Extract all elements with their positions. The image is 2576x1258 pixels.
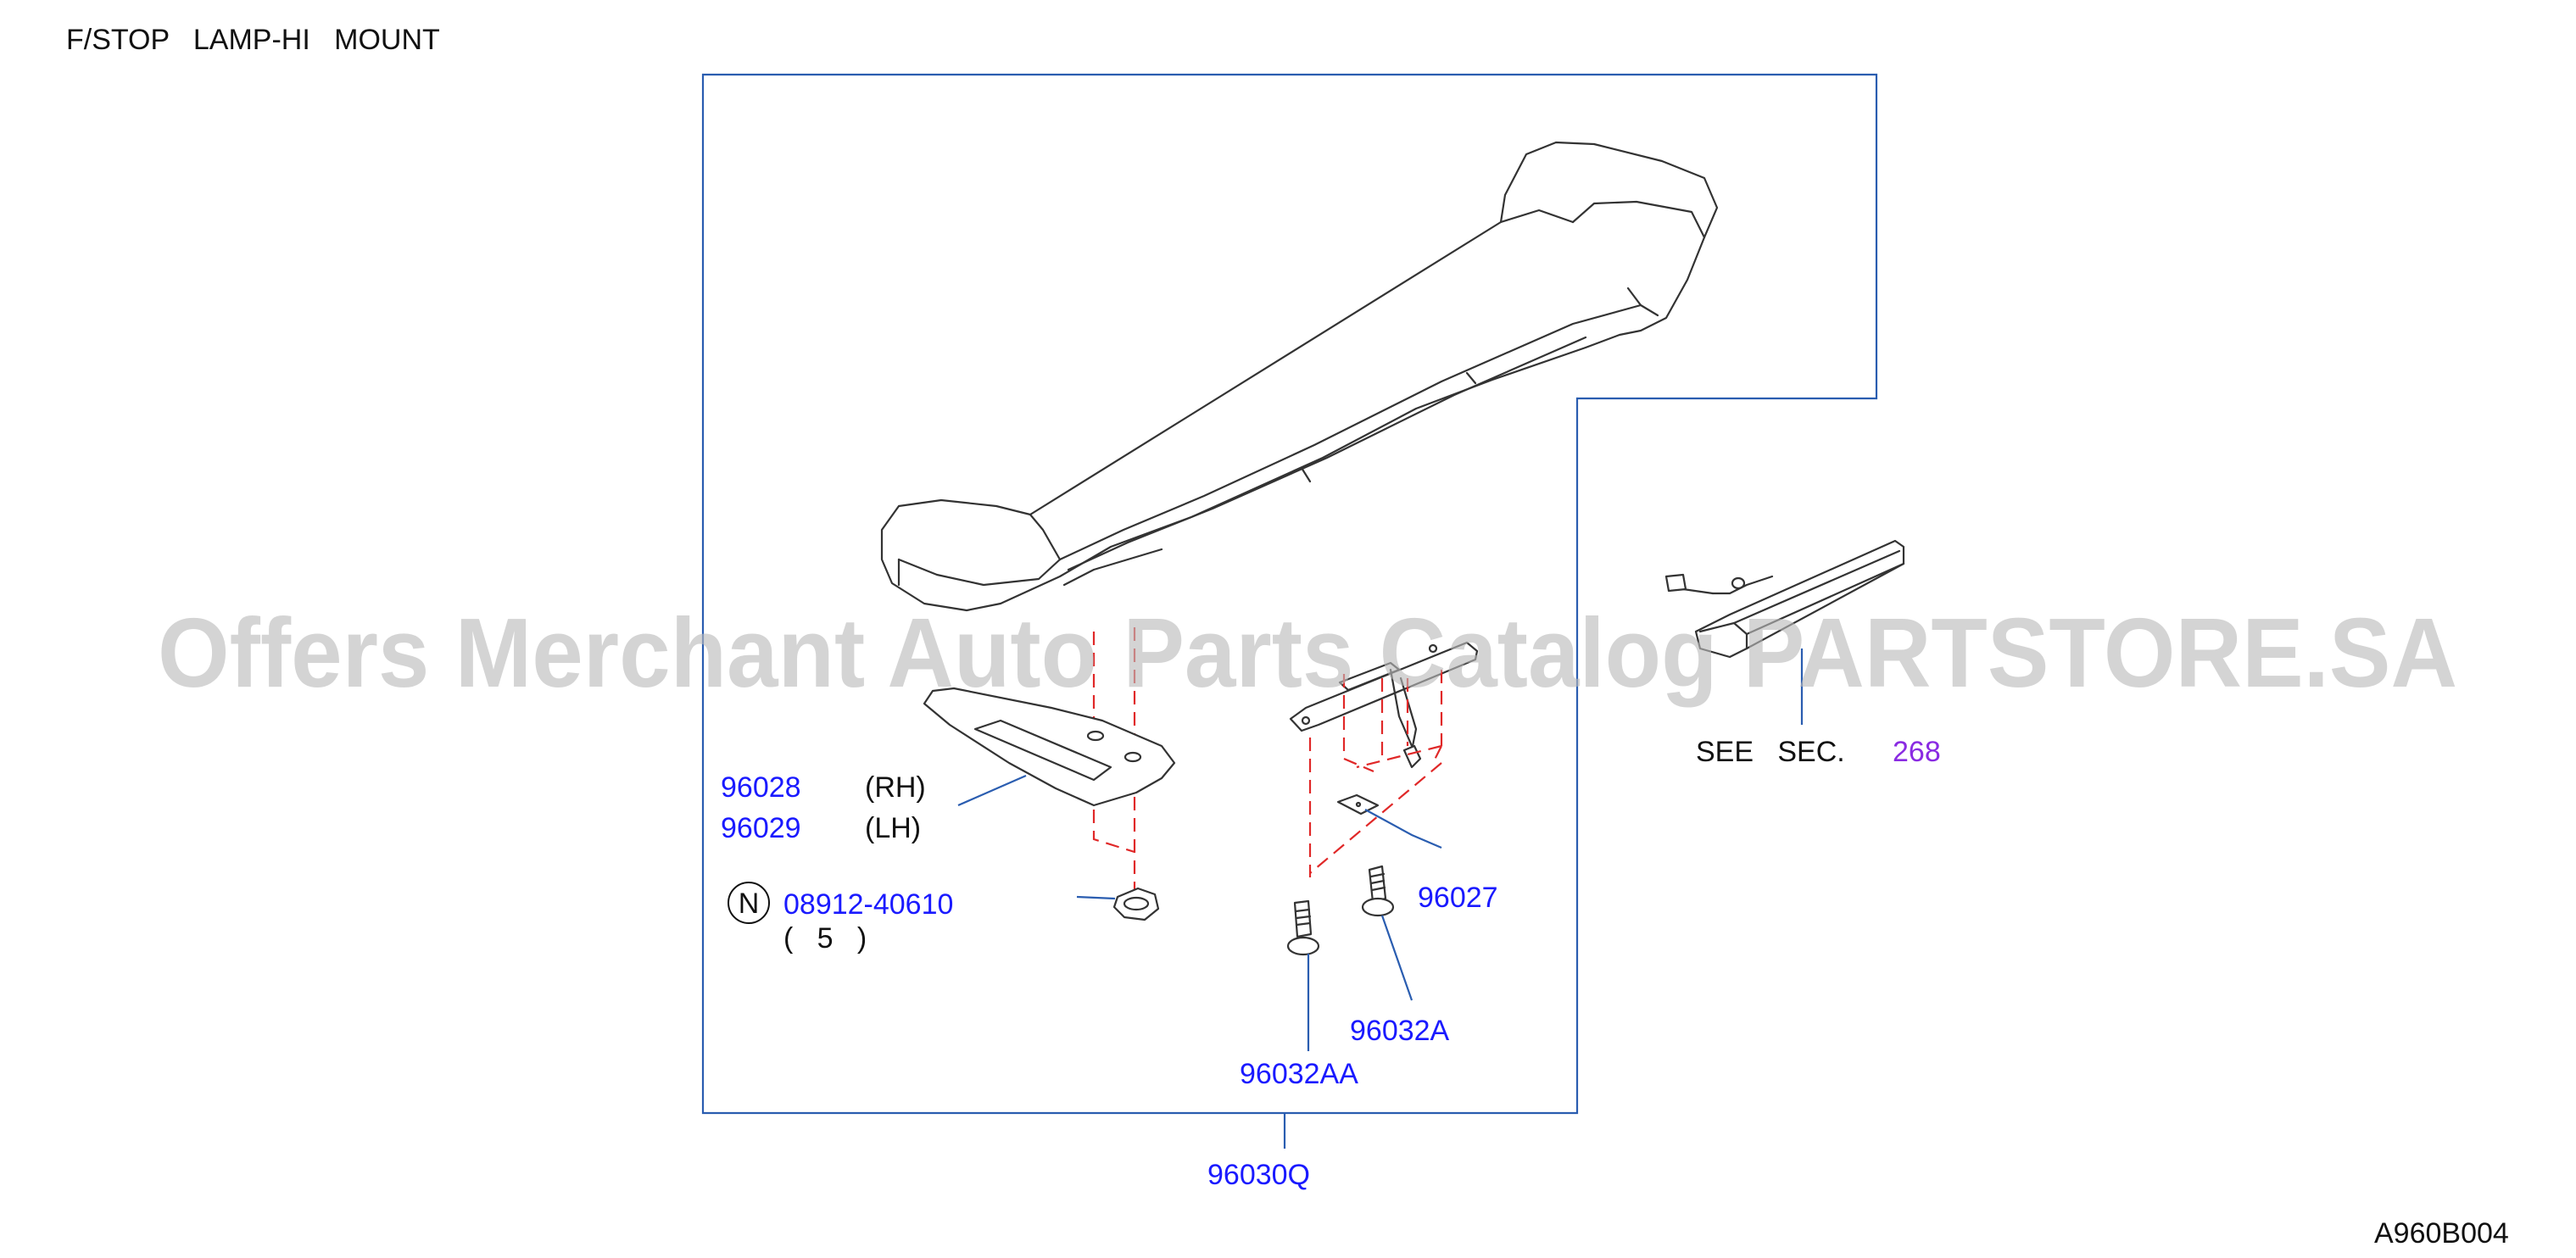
part-number-96029[interactable]: 96029 bbox=[721, 812, 801, 844]
see-section-number-link[interactable]: 268 bbox=[1893, 736, 1941, 768]
screw-96032a-drawing bbox=[1361, 865, 1395, 917]
leader-lines bbox=[957, 648, 1804, 1149]
screw-96032aa-drawing bbox=[1286, 899, 1320, 956]
assembly-frame bbox=[701, 73, 1878, 1115]
part-number-96027[interactable]: 96027 bbox=[1418, 882, 1498, 914]
part-number-08912-40610[interactable]: 08912-40610 bbox=[783, 888, 953, 921]
part-side-lh: (LH) bbox=[865, 812, 921, 844]
part-quantity-08912: ( 5 ) bbox=[783, 922, 867, 955]
part-number-96028[interactable]: 96028 bbox=[721, 771, 801, 804]
n-symbol-badge: N bbox=[728, 882, 770, 924]
part-number-96030q[interactable]: 96030Q bbox=[1207, 1159, 1310, 1191]
part-number-96032aa[interactable]: 96032AA bbox=[1240, 1058, 1358, 1090]
svg-text:N: N bbox=[739, 888, 760, 920]
clip-96027-drawing bbox=[1336, 793, 1380, 815]
see-section-label: SEE SEC. bbox=[1696, 736, 1845, 768]
part-number-96032a[interactable]: 96032A bbox=[1350, 1015, 1450, 1047]
mount-bracket-drawing bbox=[1289, 641, 1479, 769]
bracket-rh-lh-drawing bbox=[923, 687, 1176, 807]
clip-nut-drawing bbox=[1112, 887, 1160, 921]
diagram-title: F/STOP LAMP-HI MOUNT bbox=[66, 24, 440, 56]
dashed-guides-center bbox=[1308, 670, 1443, 877]
stop-lamp-drawing bbox=[1664, 539, 1905, 659]
watermark-text: Offers Merchant Auto Parts Catalog PARTS… bbox=[158, 598, 2457, 708]
part-side-rh: (RH) bbox=[865, 771, 926, 804]
diagram-code: A960B004 bbox=[2374, 1217, 2509, 1250]
spoiler-drawing bbox=[880, 141, 1719, 612]
